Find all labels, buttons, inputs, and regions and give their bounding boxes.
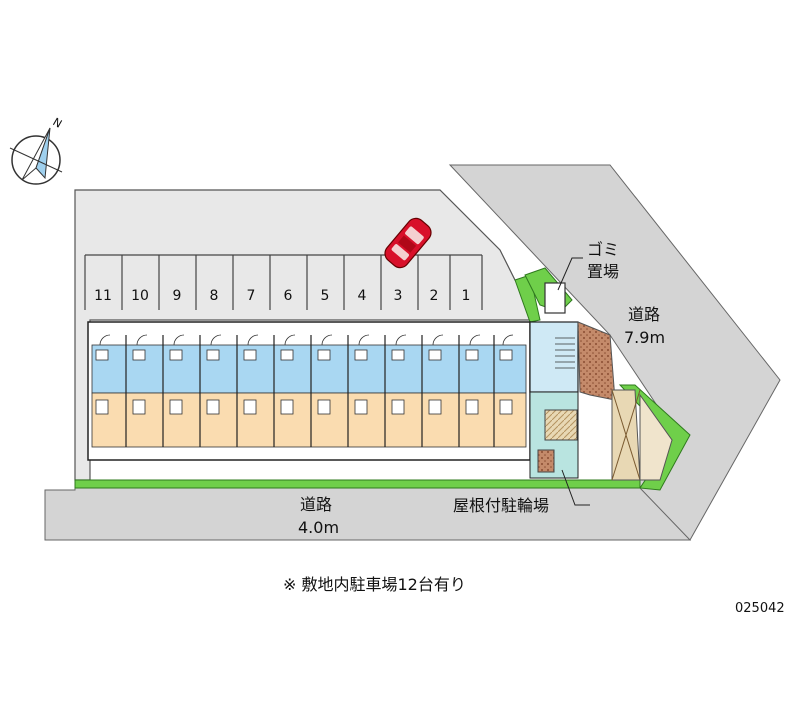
road-south-name: 道路 (300, 495, 332, 514)
brick-walkway (577, 321, 616, 401)
stall-5: 5 (321, 288, 330, 304)
stall-6: 6 (284, 288, 293, 304)
apartment-building (87, 321, 579, 479)
stall-10: 10 (131, 288, 149, 304)
parking-note: ※ 敷地内駐車場12台有り (283, 575, 466, 594)
property-code: 025042 (735, 601, 785, 616)
leader-lines (557, 257, 590, 506)
compass-north-label: N (51, 115, 65, 130)
garbage-label-line2: 置場 (587, 262, 619, 281)
stall-9: 9 (173, 288, 182, 304)
east-yard (639, 393, 673, 481)
road-east-name: 道路 (628, 305, 660, 324)
stall-11: 11 (94, 288, 112, 304)
parking-stalls (84, 254, 483, 310)
road-east-width: 7.9m (624, 328, 665, 347)
road-south-width: 4.0m (298, 518, 339, 537)
stall-4: 4 (358, 288, 367, 304)
car-icon (384, 217, 432, 269)
bicycle-parking-label: 屋根付駐輪場 (453, 496, 549, 515)
stall-1: 1 (462, 288, 471, 304)
stall-8: 8 (210, 288, 219, 304)
compass-icon: N (9, 115, 65, 185)
bicycle-shelter-cross (611, 389, 641, 481)
road-south (44, 487, 692, 541)
garbage-area (524, 267, 573, 314)
stall-7: 7 (247, 288, 256, 304)
garbage-label-line1: ゴミ (587, 240, 619, 259)
stall-2: 2 (430, 288, 439, 304)
stall-3: 3 (394, 288, 403, 304)
parking-numbers: 11 10 9 8 7 6 5 4 3 2 1 (94, 288, 470, 304)
